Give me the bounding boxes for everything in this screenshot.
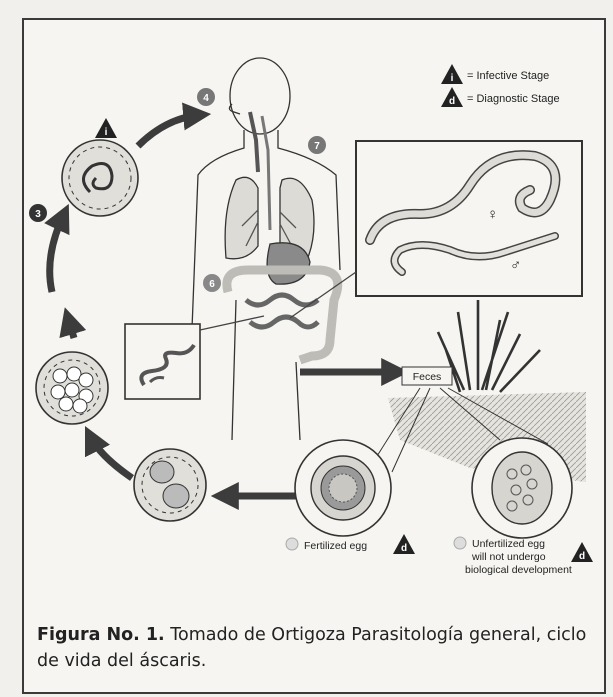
arrow-egg-to-mouth [138, 115, 200, 146]
legend-diagnostic-label: = Diagnostic Stage [467, 93, 560, 105]
morula-egg [36, 352, 108, 424]
male-symbol: ♂ [510, 257, 521, 274]
arrow-to-embryonated-egg [90, 436, 132, 478]
step-3-badge: 3 [29, 204, 47, 222]
infective-stage-icon: i [441, 64, 463, 84]
svg-text:d: d [401, 543, 407, 554]
infective-egg: i [62, 118, 138, 216]
legend-infective-symbol: i [451, 73, 454, 84]
step-7-badge: 7 [308, 136, 326, 154]
fertilized-egg [295, 440, 391, 536]
human-body [190, 58, 340, 440]
head-outline [230, 58, 290, 134]
legend-infective-label: = Infective Stage [467, 70, 549, 82]
mouth [229, 104, 240, 114]
svg-text:4: 4 [203, 93, 209, 104]
fertilized-egg-label-group: Fertilized egg d [286, 534, 415, 554]
diagnostic-stage-icon: d [441, 87, 463, 107]
trachea [250, 112, 258, 172]
unfertilized-egg-label-3: biological development [465, 564, 572, 576]
arrow-up-left [68, 318, 74, 338]
female-symbol: ♀ [487, 206, 498, 223]
left-lung [225, 177, 258, 258]
figure-caption: Figura No. 1. Tomado de Ortigoza Parasit… [37, 622, 597, 674]
unfertilized-egg-label-2: will not undergo [471, 551, 546, 563]
fertilized-egg-label: Fertilized egg [304, 540, 367, 552]
adult-worms-box: ♀ ♂ [356, 141, 582, 296]
legend: i = Infective Stage d = Diagnostic Stage [441, 64, 560, 107]
svg-text:7: 7 [314, 141, 320, 152]
small-intestine [246, 295, 318, 327]
unfertilized-egg [472, 438, 572, 538]
svg-text:d: d [579, 551, 585, 562]
unfertilized-egg-label-group: Unfertilized egg will not undergo biolog… [454, 537, 593, 576]
svg-text:6: 6 [209, 279, 215, 290]
arrow-to-infective-egg [50, 214, 64, 292]
two-cell-egg [134, 449, 206, 521]
step-6-badge: 6 [203, 274, 221, 292]
larva-box [125, 324, 200, 399]
unfertilized-egg-label-1: Unfertilized egg [472, 538, 545, 550]
step-4-badge: 4 [197, 88, 215, 106]
feces-label: Feces [413, 371, 442, 383]
svg-text:i: i [105, 127, 108, 138]
svg-text:3: 3 [35, 209, 41, 220]
caption-bold: Figura No. 1. [37, 625, 165, 645]
legend-diagnostic-symbol: d [449, 96, 455, 107]
